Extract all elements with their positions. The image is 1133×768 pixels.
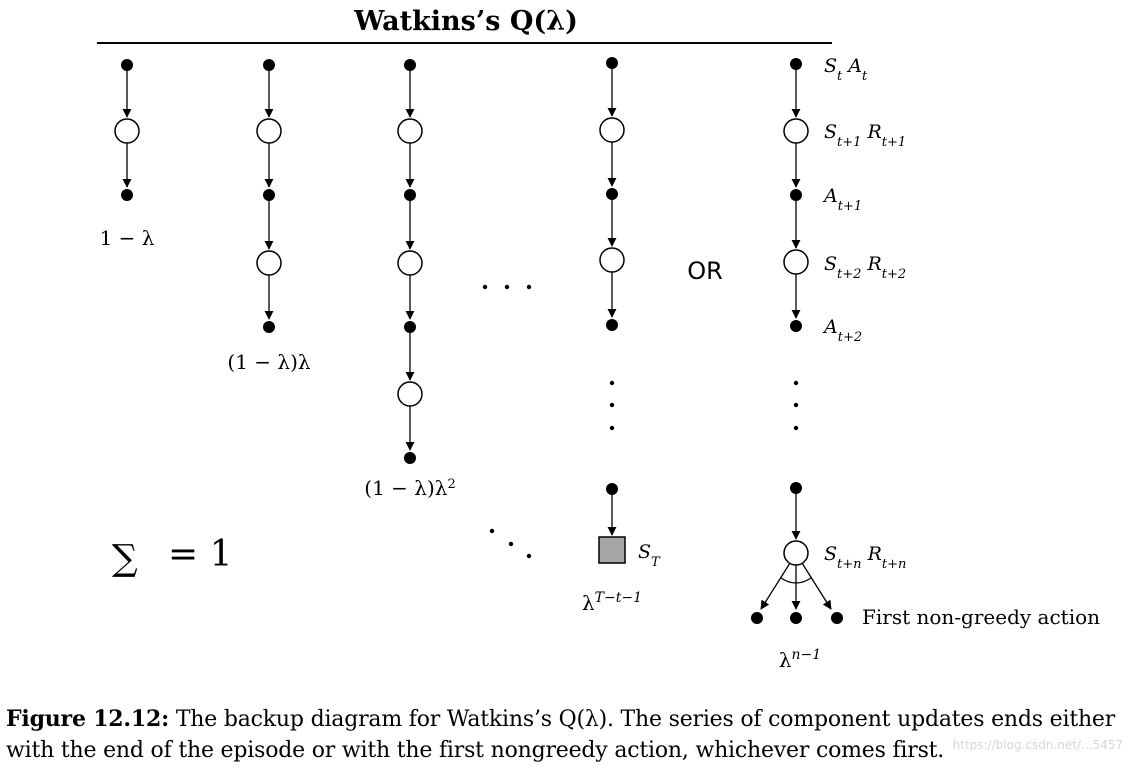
- action-node: [790, 189, 802, 201]
- action-node: [404, 59, 416, 71]
- label-st2-rt2: St+2 Rt+2: [824, 253, 906, 282]
- edge-arrow: [760, 562, 791, 610]
- first-non-greedy-label: First non-greedy action: [862, 605, 1100, 629]
- state-node: [256, 250, 282, 276]
- action-node: [751, 612, 763, 624]
- action-node: [404, 189, 416, 201]
- figure-caption: Figure 12.12: The backup diagram for Wat…: [6, 704, 1131, 766]
- weight-label-col3: (1 − λ)λ2: [364, 476, 455, 500]
- action-node: [606, 57, 618, 69]
- backup-column-1: 1 − λ: [100, 59, 155, 250]
- action-node: [263, 321, 275, 333]
- sum-sign: ∑: [112, 538, 138, 579]
- weight-label-col4: λT−t−1: [582, 590, 642, 615]
- state-node: [599, 117, 625, 143]
- action-node: [121, 59, 133, 71]
- state-node: [397, 250, 423, 276]
- label-st1-rt1: St+1 Rt+1: [824, 121, 906, 150]
- state-node: [783, 118, 809, 144]
- sum-equals-one: = 1: [168, 534, 233, 575]
- max-arc: [780, 577, 812, 584]
- edge-arrow: [801, 562, 832, 610]
- watermark: https://blog.csdn.net/...5457: [952, 738, 1123, 752]
- state-node: [599, 247, 625, 273]
- backup-column-4: ST λT−t−1: [582, 57, 661, 615]
- backup-column-2: (1 − λ)λ: [227, 59, 311, 374]
- action-node: [404, 452, 416, 464]
- label-at2: At+2: [822, 316, 862, 345]
- state-node: [397, 381, 423, 407]
- figure-number: Figure 12.12:: [6, 706, 170, 732]
- action-node: [831, 612, 843, 624]
- weight-label-col5: λn−1: [779, 647, 821, 672]
- state-node: [397, 118, 423, 144]
- state-node: [783, 540, 809, 566]
- terminal-state-label: ST: [638, 541, 661, 570]
- ellipsis-diagonal: [489, 528, 532, 559]
- weight-label-col1: 1 − λ: [100, 226, 155, 250]
- ellipsis-horizontal: [482, 284, 532, 290]
- label-st-at: St At: [824, 55, 868, 84]
- state-node: [114, 118, 140, 144]
- action-node: [790, 320, 802, 332]
- backup-column-5: λn−1: [751, 58, 843, 672]
- terminal-state-node: [598, 536, 626, 564]
- backup-diagram: Watkins’s Q(λ) 1 − λ (1 − λ)λ: [97, 6, 1100, 672]
- label-stn-rtn: St+n Rt+n: [824, 543, 906, 572]
- or-label: OR: [687, 257, 723, 285]
- diagram-title: Watkins’s Q(λ): [353, 6, 578, 37]
- label-at1: At+1: [822, 185, 862, 214]
- action-node: [790, 612, 802, 624]
- action-node: [790, 58, 802, 70]
- state-node: [783, 249, 809, 275]
- state-node: [256, 118, 282, 144]
- action-node: [121, 189, 133, 201]
- action-node: [606, 188, 618, 200]
- caption-text: The backup diagram for Watkins’s Q(λ). T…: [6, 707, 1116, 763]
- action-node: [263, 189, 275, 201]
- action-node: [263, 59, 275, 71]
- action-node: [790, 482, 802, 494]
- weight-label-col2: (1 − λ)λ: [227, 350, 310, 374]
- action-node: [606, 319, 618, 331]
- action-node: [606, 483, 618, 495]
- sum-equation: ∑ = 1: [112, 534, 233, 579]
- action-node: [404, 321, 416, 333]
- backup-column-3: (1 − λ)λ2: [364, 59, 456, 500]
- right-labels: St At St+1 Rt+1 At+1 St+2 Rt+2 At+2 St+n…: [822, 55, 1100, 629]
